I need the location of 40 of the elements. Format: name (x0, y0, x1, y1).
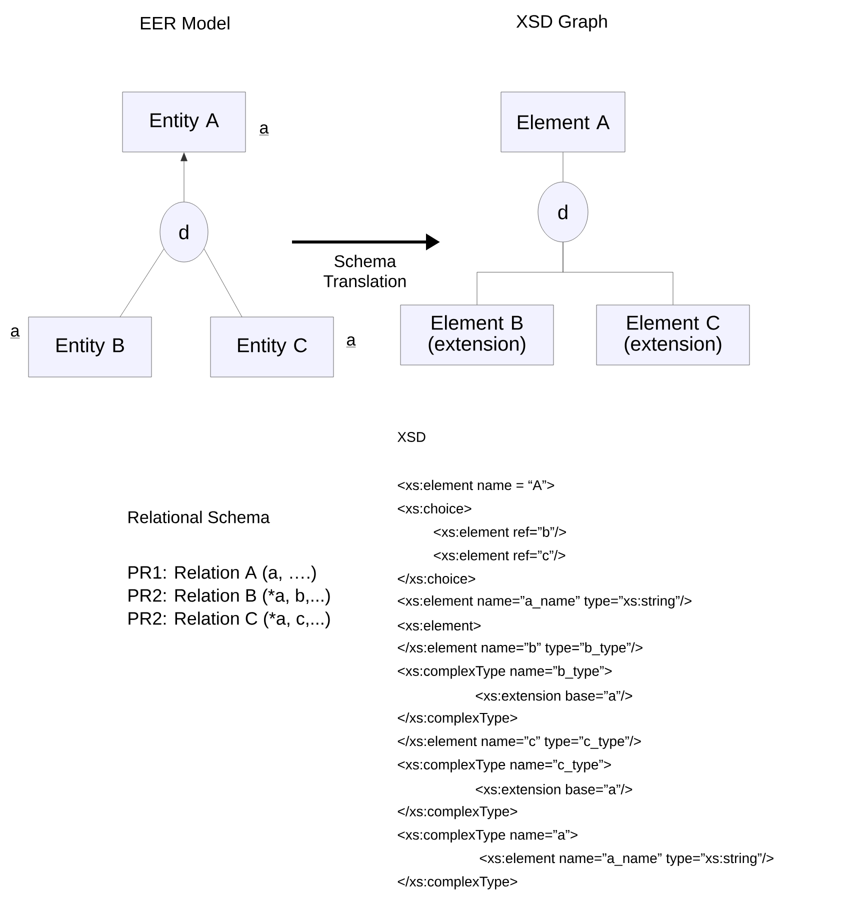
code-line: </xs:choice> (398, 573, 476, 584)
code-line: <xs:element name=”a_name” type=”xs:string”/> (480, 852, 774, 866)
code-line: <xs:element ref=”c”/> (434, 550, 566, 560)
element-box: Element C (extension) (596, 304, 750, 366)
entity-box: Entity B (28, 316, 152, 378)
key-attribute: a (10, 327, 20, 338)
relation-schema: PR1: Relation A (a, ….) (128, 566, 316, 582)
element-box: Element A (500, 92, 626, 152)
code-line: <xs:complexType name=”b_type”> (398, 666, 612, 679)
connector (562, 152, 564, 182)
entity-box: Entity A (122, 92, 246, 152)
code-line: <xs:element name=”a_name” type=”xs:string”/> (398, 595, 692, 609)
connector (120, 248, 164, 318)
element-box: Element B (extension) (400, 304, 554, 366)
key-attribute: a (259, 124, 269, 136)
section-heading: Relational Schema (128, 510, 270, 524)
code-line: <xs:complexType name=”c_type”> (398, 759, 611, 772)
code-line: <xs:element name = “A”> (398, 480, 554, 490)
code-line: <xs:choice> (398, 503, 472, 514)
code-line: </xs:element name=”b” type=”b_type”/> (398, 642, 642, 656)
code-line: </xs:complexType> (398, 712, 518, 726)
connector (204, 248, 242, 318)
relation-schema: PR2: Relation B (*a, b,...) (128, 588, 330, 606)
section-heading: XSD (398, 432, 426, 442)
panel-heading: EER Model (140, 16, 230, 30)
code-line: <xs:complexType name=”a”> (398, 829, 578, 843)
code-line: </xs:complexType> (398, 876, 518, 890)
code-line: </xs:complexType> (398, 806, 518, 820)
key-attribute: a (346, 336, 356, 348)
arrow-label: Schema Translation (324, 254, 406, 288)
entity-box: Entity C (210, 316, 334, 378)
code-line: <xs:extension base=”a”/> (476, 784, 632, 794)
connector (562, 242, 674, 305)
code-line: </xs:element name=”c” type=”c_type”/> (398, 736, 641, 749)
code-line: <xs:extension base=”a”/> (476, 690, 632, 701)
code-line: <xs:element ref=”b”/> (434, 526, 566, 537)
panel-heading: XSD Graph (516, 14, 607, 32)
connector (180, 152, 188, 202)
code-line: <xs:element> (398, 620, 481, 631)
relation-schema: PR2: Relation C (*a, c,...) (128, 612, 330, 628)
